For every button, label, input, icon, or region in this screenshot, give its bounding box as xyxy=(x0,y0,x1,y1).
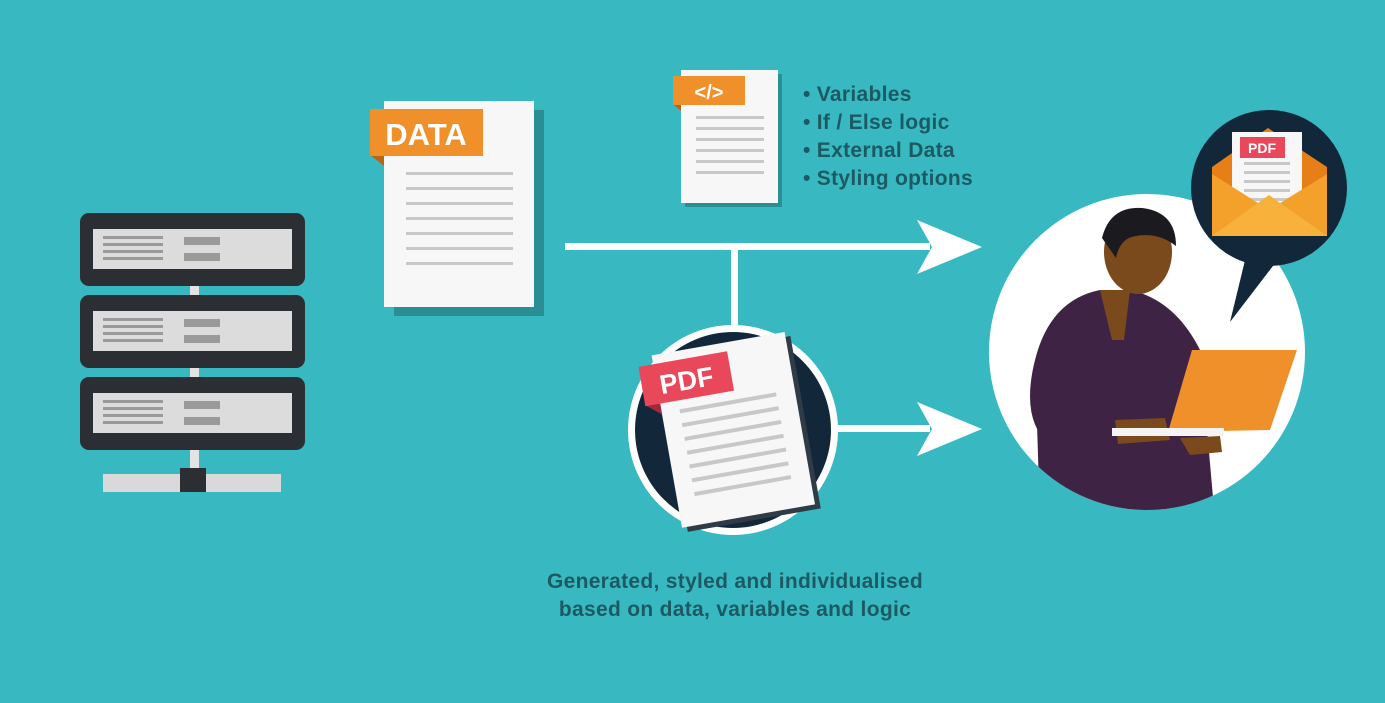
email-pdf-tag-label: PDF xyxy=(1248,140,1276,156)
data-tag-label: DATA xyxy=(385,117,467,152)
caption-line-2: based on data, variables and logic xyxy=(558,598,912,621)
person-laptop-icon xyxy=(989,194,1305,510)
feature-item-styling: • Styling options xyxy=(803,167,973,190)
data-document-icon: DATA xyxy=(370,101,544,316)
server-unit-icon xyxy=(80,213,305,286)
connector-line xyxy=(835,425,930,432)
template-document-icon: </> xyxy=(673,70,782,207)
caption: Generated, styled and individualised bas… xyxy=(470,568,1000,624)
feature-item-variables: • Variables xyxy=(803,83,912,106)
caption-line-1: Generated, styled and individualised xyxy=(546,570,924,593)
flow-connectors xyxy=(565,220,982,456)
connector-line xyxy=(565,243,930,250)
server-unit-icon xyxy=(80,295,305,368)
server-unit-icon xyxy=(80,377,305,450)
code-tag-label: </> xyxy=(695,82,724,104)
server-rack-icon xyxy=(80,213,305,492)
connector-line xyxy=(731,246,738,338)
arrow-right-icon xyxy=(917,220,982,274)
email-bubble-icon: PDF xyxy=(1191,110,1347,322)
feature-item-if-else: • If / Else logic xyxy=(803,111,950,134)
feature-item-external-data: • External Data xyxy=(803,139,955,162)
pdf-output-icon: PDF xyxy=(628,325,838,535)
arrow-right-icon xyxy=(917,402,982,456)
